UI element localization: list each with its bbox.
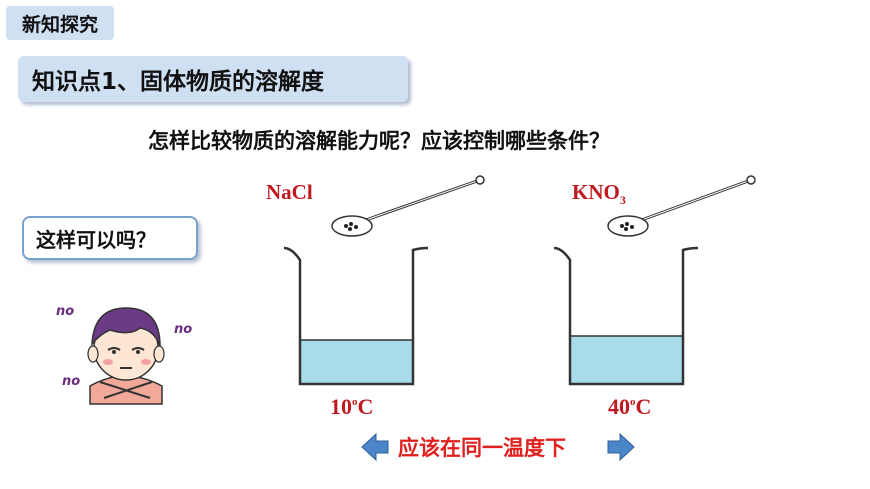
question-text: 怎样比较物质的溶解能力呢？应该控制哪些条件？ xyxy=(148,129,610,153)
conclusion-row: 应该在同一温度下 xyxy=(360,428,636,464)
nacl-label: NaCl xyxy=(266,180,313,204)
arrow-right-icon xyxy=(607,432,635,462)
spoon-right-icon xyxy=(607,175,756,237)
temp-right: 40oC xyxy=(608,394,652,419)
beaker-right xyxy=(553,246,699,386)
kno3-label: KNO3 xyxy=(572,180,626,208)
spoon-left-icon xyxy=(331,175,485,237)
temp-left: 10oC xyxy=(330,394,374,419)
section-tag: 新知探究 xyxy=(6,6,114,40)
boy-illustration xyxy=(87,307,165,405)
arrow-left-icon xyxy=(361,432,389,462)
no-label-1: no xyxy=(56,304,75,319)
conclusion-text: 应该在同一温度下 xyxy=(398,436,566,460)
page-title: 知识点1、固体物质的溶解度 xyxy=(18,56,408,102)
no-label-2: no xyxy=(174,322,193,337)
ask-bubble: 这样可以吗？ xyxy=(22,216,198,260)
no-label-3: no xyxy=(62,374,81,389)
beaker-left xyxy=(283,246,429,386)
